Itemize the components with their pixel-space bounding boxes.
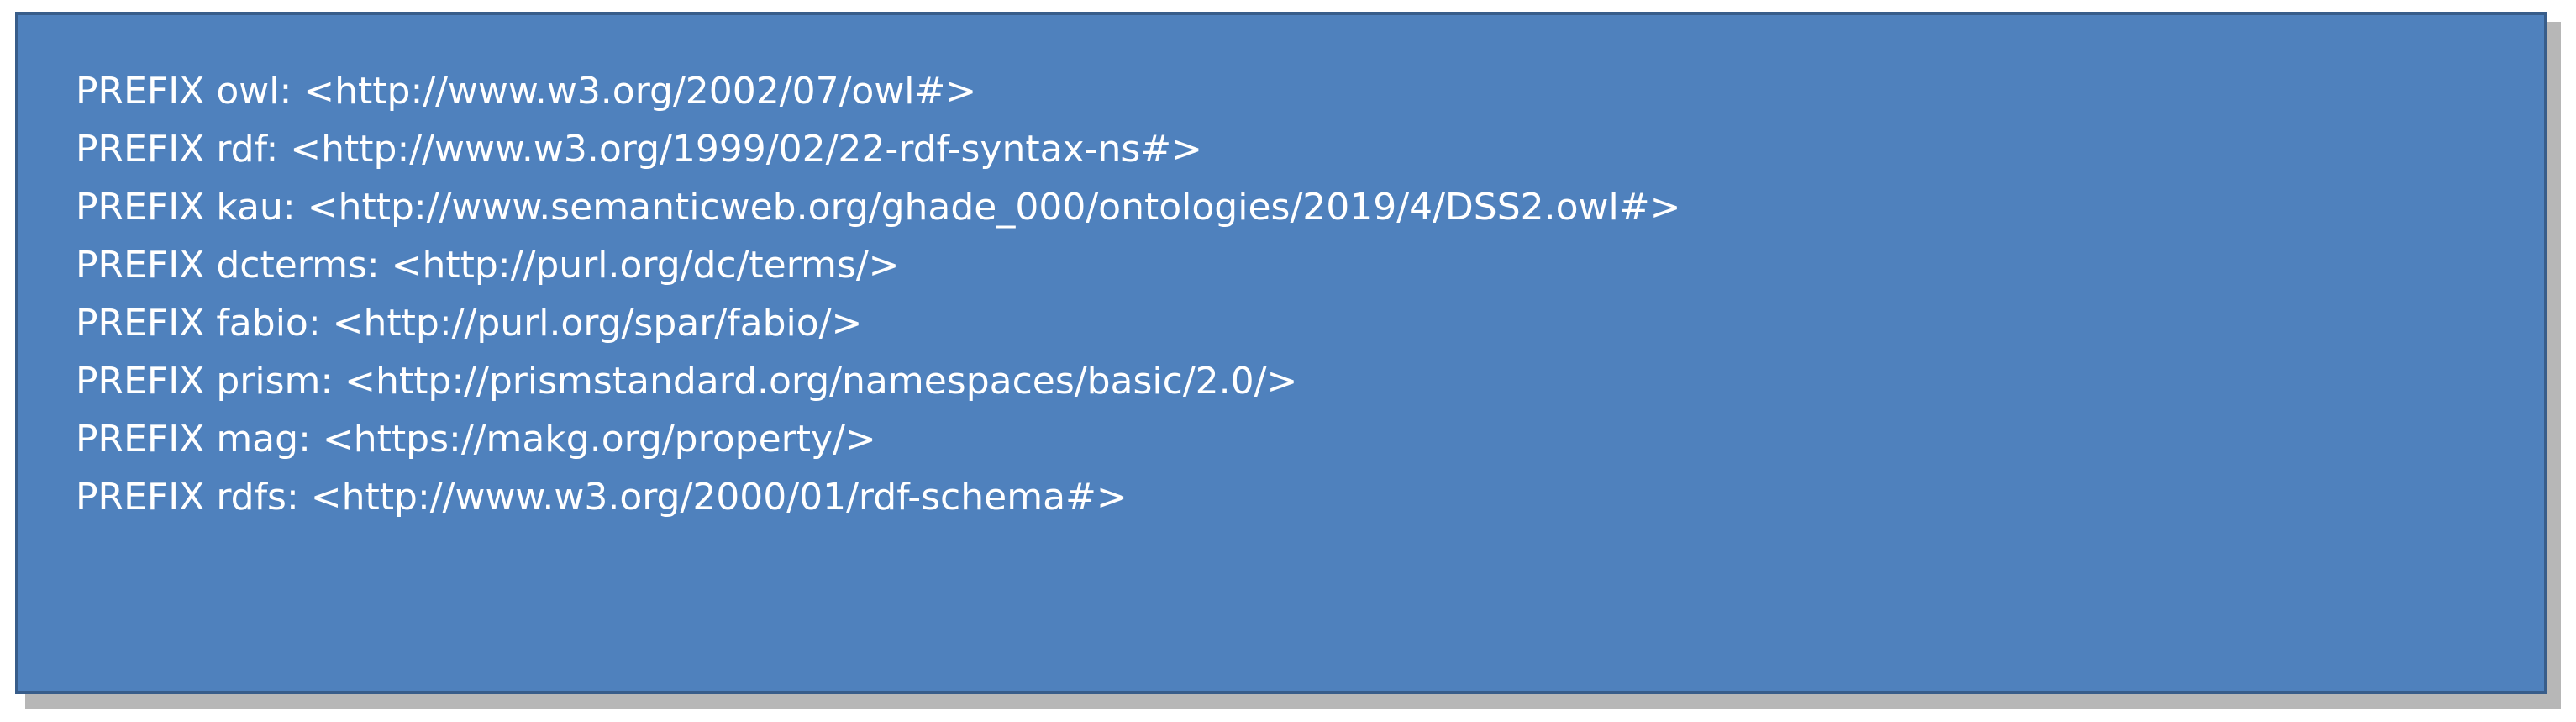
prefix-line-kau: PREFIX kau: <http://www.semanticweb.org/… [76,186,1681,229]
prefix-line-mag: PREFIX mag: <https://makg.org/property/> [76,418,876,461]
prefix-line-dcterms: PREFIX dcterms: <http://purl.org/dc/term… [76,244,900,287]
prefix-line-rdf: PREFIX rdf: <http://www.w3.org/1999/02/2… [76,128,1203,171]
prefix-line-rdfs: PREFIX rdfs: <http://www.w3.org/2000/01/… [76,476,1128,519]
prefix-list: PREFIX owl: <http://www.w3.org/2002/07/o… [76,62,1680,526]
prefix-line-owl: PREFIX owl: <http://www.w3.org/2002/07/o… [76,70,977,113]
prefix-line-prism: PREFIX prism: <http://prismstandard.org/… [76,360,1298,403]
prefix-line-fabio: PREFIX fabio: <http://purl.org/spar/fabi… [76,302,863,345]
prefix-box: PREFIX owl: <http://www.w3.org/2002/07/o… [15,12,2547,694]
